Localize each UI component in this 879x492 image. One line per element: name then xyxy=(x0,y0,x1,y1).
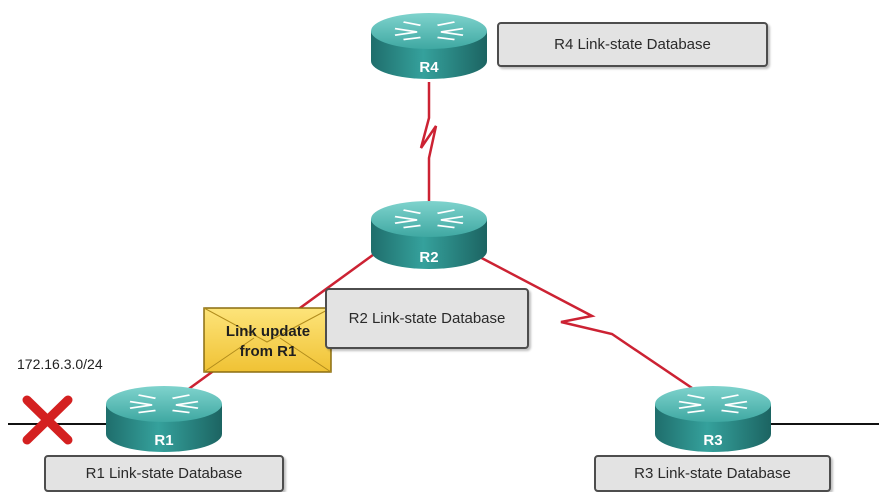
router-r2-label: R2 xyxy=(419,249,438,266)
r2-database-box: R2 Link-state Database xyxy=(325,288,529,349)
r4-database-box: R4 Link-state Database xyxy=(497,22,768,67)
r2-r3-serial-link xyxy=(473,252,693,390)
update-line-2: from R1 xyxy=(240,343,297,360)
r3-database-box: R3 Link-state Database xyxy=(594,455,831,492)
router-r1-label: R1 xyxy=(154,432,173,449)
r1-database-box: R1 Link-state Database xyxy=(44,455,284,492)
update-line-1: Link update xyxy=(226,323,310,340)
link-update-envelope: Link update from R1 xyxy=(203,307,332,373)
router-r3[interactable]: R3 xyxy=(655,386,771,452)
router-r4-label: R4 xyxy=(419,59,439,76)
router-r1[interactable]: R1 xyxy=(106,386,222,452)
x-mark-icon xyxy=(22,395,73,445)
network-address-label: 172.16.3.0/24 xyxy=(17,356,103,372)
router-r3-label: R3 xyxy=(703,432,722,449)
r4-r2-serial-link xyxy=(419,82,438,212)
router-r2[interactable]: R2 xyxy=(371,201,487,269)
router-r4[interactable]: R4 xyxy=(371,13,487,79)
